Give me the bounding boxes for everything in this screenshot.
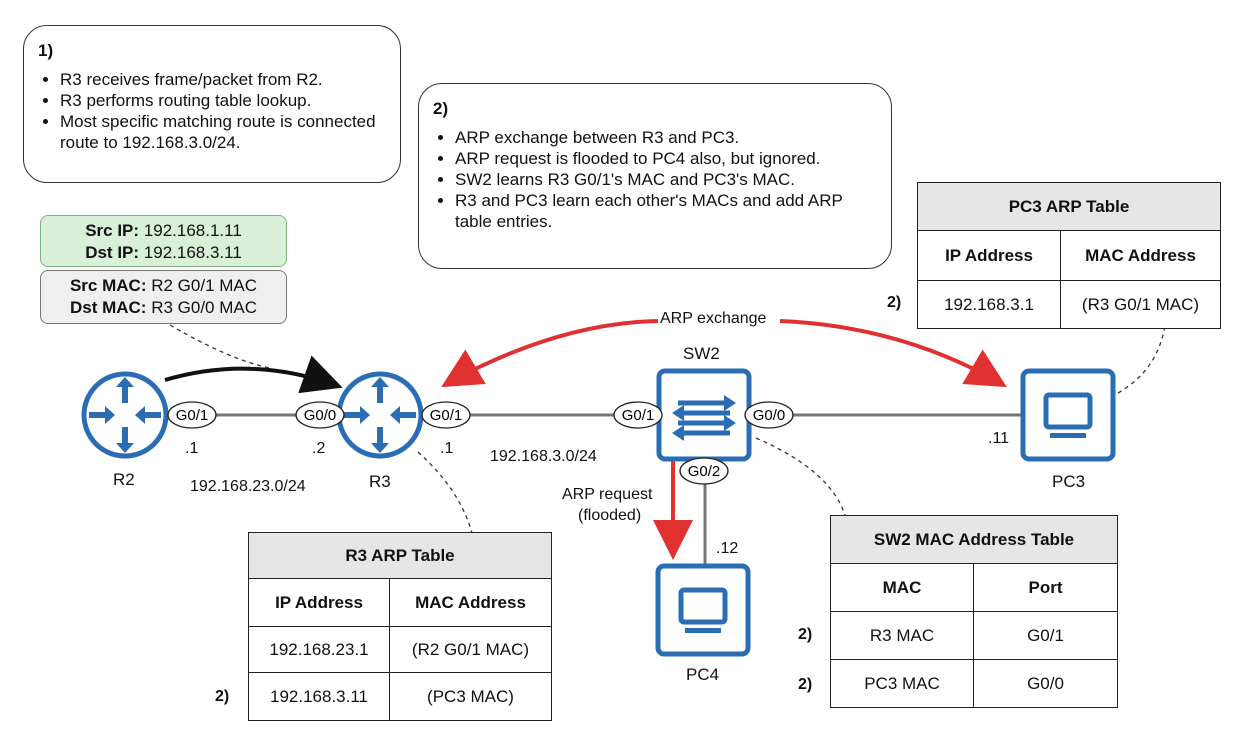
table-row: PC3 MAC G0/0: [830, 659, 1118, 708]
cell-mac: (PC3 MAC): [389, 672, 552, 721]
step-marker: 2): [215, 688, 230, 705]
column-header: MAC Address: [1060, 230, 1221, 281]
subnet-right: 192.168.3.0/24: [490, 448, 597, 465]
src-mac-label: Src MAC:: [69, 276, 147, 295]
pc3-arp-table: PC3 ARP Table IP Address MAC Address 192…: [917, 182, 1221, 329]
list-item: R3 receives frame/packet from R2.: [60, 69, 382, 90]
sw2-mac-table: SW2 MAC Address Table MAC Port R3 MAC G0…: [830, 515, 1118, 708]
list-item: ARP exchange between R3 and PC3.: [455, 127, 873, 148]
subnet-left: 192.168.23.0/24: [190, 478, 306, 495]
mac-header-box: Src MAC: R2 G0/1 MAC Dst MAC: R3 G0/0 MA…: [40, 270, 287, 324]
leader-pc3-table: [1117, 324, 1166, 394]
r3-arp-table: R3 ARP Table IP Address MAC Address 192.…: [248, 532, 552, 721]
svg-text:G0/1: G0/1: [430, 407, 463, 424]
device-label-pc4: PC4: [686, 665, 720, 684]
column-header: IP Address: [917, 230, 1061, 281]
column-header: MAC Address: [389, 578, 552, 627]
list-item: ARP request is flooded to PC4 also, but …: [455, 148, 873, 169]
switch-sw2-icon[interactable]: [656, 368, 752, 462]
cell-mac: (R2 G0/1 MAC): [389, 626, 552, 673]
r3-left-host-address: .2: [312, 440, 326, 457]
column-header: MAC: [830, 563, 974, 612]
arp-request-label-1: ARP request: [562, 486, 653, 503]
list-item: Most specific matching route is connecte…: [60, 111, 382, 153]
cell-port: G0/1: [973, 611, 1118, 660]
callout-1-list: R3 receives frame/packet from R2. R3 per…: [38, 69, 382, 153]
column-header: Port: [973, 563, 1118, 612]
table-row: R3 MAC G0/1: [830, 611, 1118, 660]
pc4-host-address: .12: [716, 540, 739, 557]
src-ip-label: Src IP:: [85, 221, 140, 240]
r2-host-address: .1: [185, 440, 199, 457]
device-label-pc3: PC3: [1052, 472, 1086, 491]
svg-text:G0/1: G0/1: [622, 407, 655, 424]
arp-request-label-2: (flooded): [578, 507, 642, 524]
src-ip-value: 192.168.1.11: [143, 221, 242, 240]
svg-text:G0/1: G0/1: [176, 407, 209, 424]
leader-packet: [169, 324, 271, 369]
callout-2-number: 2): [433, 99, 449, 118]
table-title: SW2 MAC Address Table: [830, 515, 1118, 564]
dst-ip-label: Dst IP:: [85, 243, 140, 262]
cell-mac: R3 MAC: [830, 611, 974, 660]
svg-text:G0/2: G0/2: [688, 463, 721, 480]
callout-step-1: 1) R3 receives frame/packet from R2. R3 …: [23, 25, 401, 183]
r3-right-host-address: .1: [440, 440, 454, 457]
callout-1-number: 1): [38, 41, 54, 60]
arp-exchange-label: ARP exchange: [658, 310, 769, 328]
list-item: R3 and PC3 learn each other's MACs and a…: [455, 190, 873, 232]
dst-mac-label: Dst MAC:: [69, 298, 147, 317]
step-marker: 2): [798, 676, 813, 693]
pc3-icon[interactable]: [1020, 368, 1116, 462]
table-title: R3 ARP Table: [248, 532, 552, 579]
table-title: PC3 ARP Table: [917, 182, 1221, 231]
device-label-sw2: SW2: [683, 344, 720, 363]
list-item: SW2 learns R3 G0/1's MAC and PC3's MAC.: [455, 169, 873, 190]
dst-mac-value: R3 G0/0 MAC: [151, 298, 258, 317]
svg-text:G0/0: G0/0: [304, 407, 337, 424]
pc3-host-address: .11: [988, 430, 1010, 447]
router-r3-icon[interactable]: [336, 371, 424, 459]
callout-2-list: ARP exchange between R3 and PC3. ARP req…: [433, 127, 873, 232]
pc4-icon[interactable]: [655, 563, 751, 657]
cell-ip: 192.168.3.1: [917, 280, 1061, 329]
src-mac-value: R2 G0/1 MAC: [151, 276, 258, 295]
leader-sw2-table: [755, 437, 846, 516]
iface-r3-g00: G0/0: [295, 401, 345, 429]
iface-sw2-g00: G0/0: [744, 401, 794, 429]
callout-step-2: 2) ARP exchange between R3 and PC3. ARP …: [418, 83, 892, 269]
device-label-r3: R3: [369, 472, 391, 491]
cell-ip: 192.168.3.11: [248, 672, 390, 721]
step-marker: 2): [887, 294, 902, 311]
iface-sw2-g01: G0/1: [613, 401, 663, 429]
cell-mac: PC3 MAC: [830, 659, 974, 708]
svg-text:G0/0: G0/0: [753, 407, 786, 424]
cell-port: G0/0: [973, 659, 1118, 708]
iface-r2-g01: G0/1: [167, 401, 217, 429]
column-header: IP Address: [248, 578, 390, 627]
router-r2-icon[interactable]: [81, 371, 169, 459]
table-row: 192.168.3.1 (R3 G0/1 MAC): [917, 280, 1221, 329]
cell-ip: 192.168.23.1: [248, 626, 390, 673]
step-marker: 2): [798, 626, 813, 643]
cell-mac: (R3 G0/1 MAC): [1060, 280, 1221, 329]
ip-header-box: Src IP: 192.168.1.11 Dst IP: 192.168.3.1…: [40, 215, 287, 267]
table-row: 192.168.3.11 (PC3 MAC): [248, 672, 552, 721]
dst-ip-value: 192.168.3.11: [143, 243, 242, 262]
iface-r3-g01: G0/1: [421, 401, 471, 429]
leader-r3-table: [417, 451, 473, 534]
iface-sw2-g02: G0/2: [679, 457, 729, 485]
table-row: 192.168.23.1 (R2 G0/1 MAC): [248, 626, 552, 673]
packet-forward-arrow: [164, 355, 343, 394]
device-label-r2: R2: [113, 470, 135, 489]
list-item: R3 performs routing table lookup.: [60, 90, 382, 111]
